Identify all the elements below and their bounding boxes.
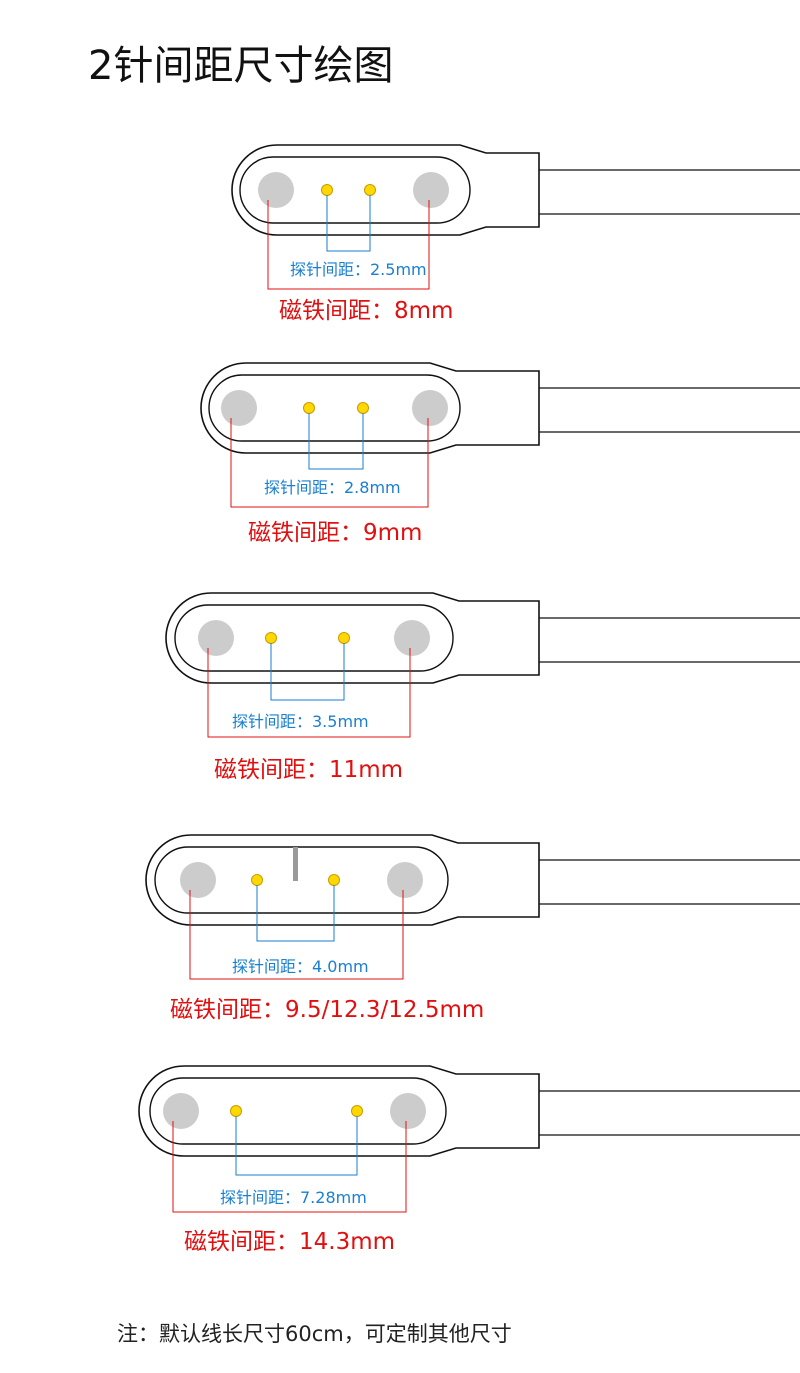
magnet-left	[180, 862, 216, 898]
magnet-left	[163, 1093, 199, 1129]
pin-right	[351, 1105, 363, 1117]
grip-notch	[293, 847, 298, 881]
magnet-right	[394, 620, 430, 656]
pin-right	[357, 402, 369, 414]
magnet-spacing-label: 磁铁间距：9mm	[248, 520, 422, 546]
magnet-left	[198, 620, 234, 656]
page-title: 2针间距尺寸绘图	[88, 43, 394, 89]
connector-2: 探针间距：2.8mm 磁铁间距：9mm	[200, 362, 800, 546]
probe-spacing-label: 探针间距：3.5mm	[232, 712, 369, 731]
magnet-spacing-bracket	[207, 648, 411, 738]
magnet-right	[412, 390, 448, 426]
magnet-right	[387, 862, 423, 898]
connector-4: 探针间距：4.0mm 磁铁间距：9.5/12.3/12.5mm	[145, 834, 800, 1023]
pin-left	[251, 874, 263, 886]
magnet-spacing-label: 磁铁间距：8mm	[279, 298, 453, 324]
magnet-spacing-bracket	[172, 1121, 407, 1213]
magnet-spacing-label: 磁铁间距：14.3mm	[184, 1229, 395, 1255]
pin-left	[230, 1105, 242, 1117]
probe-spacing-label: 探针间距：7.28mm	[220, 1188, 367, 1207]
probe-spacing-label: 探针间距：2.5mm	[290, 260, 427, 279]
magnet-right	[413, 172, 449, 208]
connector-3: 探针间距：3.5mm 磁铁间距：11mm	[165, 592, 800, 783]
pin-left	[265, 632, 277, 644]
probe-spacing-bracket	[235, 1116, 358, 1176]
connector-1: 探针间距：2.5mm 磁铁间距：8mm	[231, 144, 800, 324]
magnet-spacing-bracket	[230, 418, 429, 508]
connector-face	[239, 156, 471, 224]
magnet-left	[258, 172, 294, 208]
magnet-left	[221, 390, 257, 426]
pin-right	[328, 874, 340, 886]
probe-spacing-bracket	[308, 413, 364, 470]
pin-left	[321, 184, 333, 196]
magnet-spacing-bracket	[189, 890, 404, 980]
probe-spacing-bracket	[256, 885, 335, 942]
cable-length-note: 注：默认线长尺寸60cm，可定制其他尺寸	[117, 1322, 512, 1346]
probe-spacing-label: 探针间距：4.0mm	[232, 957, 369, 976]
probe-spacing-label: 探针间距：2.8mm	[264, 478, 401, 497]
connector-face	[174, 604, 454, 672]
magnet-right	[390, 1093, 426, 1129]
magnet-spacing-bracket	[267, 200, 430, 290]
pin-left	[303, 402, 315, 414]
pin-right	[364, 184, 376, 196]
probe-spacing-bracket	[270, 643, 345, 701]
probe-spacing-bracket	[326, 195, 371, 252]
magnet-spacing-label: 磁铁间距：9.5/12.3/12.5mm	[170, 997, 484, 1023]
connector-5: 探针间距：7.28mm 磁铁间距：14.3mm	[138, 1065, 800, 1255]
connector-face	[208, 374, 461, 442]
connector-face	[154, 846, 449, 914]
pin-right	[338, 632, 350, 644]
magnet-spacing-label: 磁铁间距：11mm	[214, 757, 403, 783]
connector-face	[149, 1077, 447, 1145]
